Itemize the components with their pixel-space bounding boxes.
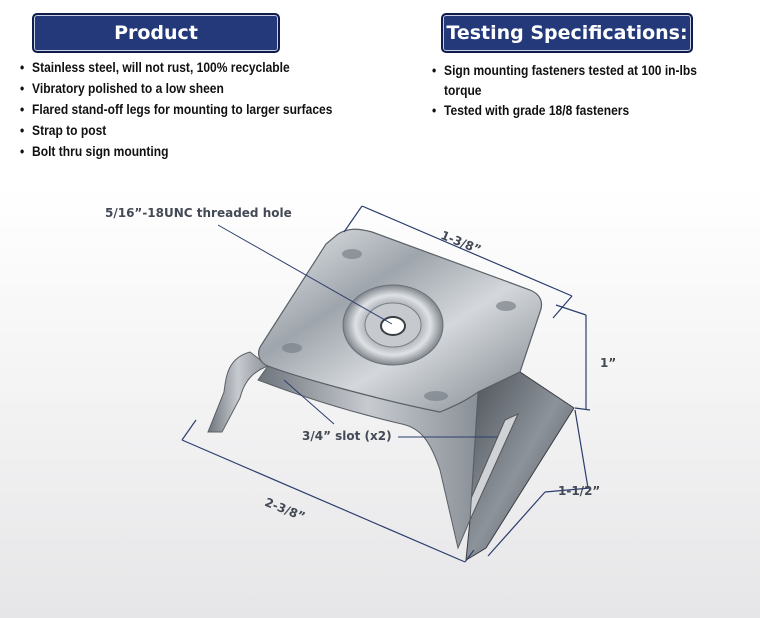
dimple [342,249,362,259]
list-item: Bolt thru sign mounting [20,141,364,162]
testing-specifications-list: Sign mounting fasteners tested at 100 in… [432,60,716,120]
leader-lines [217,224,498,438]
right-leg [465,371,575,561]
list-item: Flared stand-off legs for mounting to la… [20,99,364,120]
dim-line-side [574,409,589,489]
leader-slot-left [283,379,335,425]
product-specifications-list: Stainless steel, will not rust, 100% rec… [20,57,364,162]
dimple [424,391,448,401]
dimension-side-label: 1-1/2” [558,484,601,498]
leader-threaded-hole [217,224,393,325]
dimension-lines [181,205,591,563]
list-item: Vibratory polished to a low sheen [20,78,364,99]
slot-label: 3/4” slot (x2) [302,429,392,443]
testing-specifications-header: Testing Specifications: [441,13,693,53]
dim-line-bottom [181,439,466,563]
list-item: Sign mounting fasteners tested at 100 in… [432,60,716,100]
dimension-height-label: 1” [600,356,617,370]
list-item: Stainless steel, will not rust, 100% rec… [20,57,364,78]
dim-line-height-top [555,304,587,316]
list-item: Tested with grade 18/8 fasteners [432,100,716,120]
dim-line-top [361,205,573,297]
threaded-hole-label: 5/16”-18UNC threaded hole [105,206,292,220]
left-leg [207,351,270,433]
dimple [282,343,302,353]
list-item: Strap to post [20,120,364,141]
dimple [496,301,516,311]
